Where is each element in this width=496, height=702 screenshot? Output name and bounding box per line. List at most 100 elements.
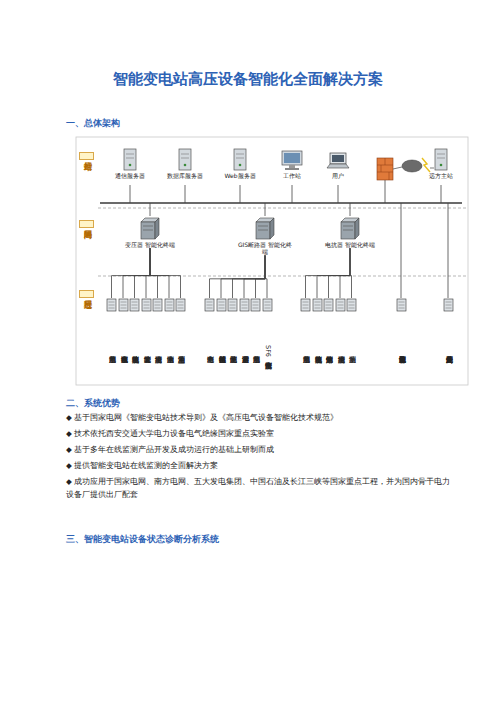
icon-part (326, 305, 332, 306)
icon-part (289, 165, 295, 168)
connector-line (221, 255, 265, 298)
connector-line (112, 248, 151, 298)
monitor-unit: 电容型设备监测及评估系统 (393, 298, 409, 389)
connector-line (123, 248, 150, 298)
icon-part (109, 302, 115, 303)
icon-part (326, 308, 332, 309)
icon-part (106, 298, 117, 312)
icon-part (432, 148, 450, 172)
connector-line (150, 248, 181, 298)
intelligent-terminal: GIS断路器 智能化终端 (237, 215, 293, 255)
icon-part (240, 299, 249, 311)
icon-part (300, 298, 311, 312)
icon-part (143, 305, 149, 306)
icon-part (312, 298, 323, 312)
icon-part (314, 302, 320, 303)
bus-drop (350, 203, 351, 216)
icon-part (130, 299, 139, 311)
icon-part (440, 164, 443, 167)
device-icon (108, 148, 152, 172)
icon-part (285, 168, 299, 170)
icon-part (124, 149, 136, 170)
icon-part (120, 308, 126, 309)
monitor-name: 局部放电监测 (252, 313, 259, 389)
monitor-name: 储能系统监测 (229, 313, 236, 389)
icon-part (230, 305, 236, 306)
icon-part (336, 299, 345, 311)
monitor-unit: 绕组温度监测 (335, 298, 346, 389)
icon-part (217, 299, 226, 311)
icon-part (325, 148, 351, 172)
icon-part (252, 215, 278, 241)
icon-part (349, 305, 355, 306)
device-icon (152, 298, 163, 312)
icon-part (343, 226, 353, 227)
device-icon (118, 298, 129, 312)
icon-part (284, 153, 300, 163)
device-icon (237, 215, 293, 241)
layer-separator (98, 208, 466, 209)
monitor-name: 绕组温度监测 (336, 313, 343, 389)
icon-part (181, 154, 189, 155)
firewall-symbol (389, 172, 390, 180)
intelligent-terminal: 电抗器 智能化终端 (325, 215, 375, 248)
firewall-symbol (385, 158, 386, 165)
bus-drop (441, 185, 442, 203)
connector-line (317, 248, 350, 298)
icon-part (341, 222, 355, 239)
firewall-symbol (377, 172, 393, 173)
icon-part (280, 148, 304, 172)
icon-part (109, 308, 115, 309)
icon-part (241, 308, 247, 309)
icon-part (262, 298, 273, 312)
icon-part (166, 308, 172, 309)
icon-part (337, 302, 343, 303)
icon-part (256, 222, 270, 239)
station-device: 数据库服务器 (163, 148, 207, 179)
icon-part (120, 302, 126, 303)
icon-part (258, 230, 268, 231)
monitor-unit: 避雷器泄漏监测 (239, 298, 250, 389)
monitor-unit: 套管绝缘监测 (141, 298, 152, 389)
layer-separator (98, 276, 466, 277)
monitor-name: SF6气体密度微水监测 (263, 313, 270, 389)
icon-part (132, 305, 138, 306)
icon-part (175, 298, 186, 312)
layer-label-box: 过程层 (79, 290, 94, 298)
bus-drop (385, 180, 386, 203)
icon-part (314, 308, 320, 309)
icon-part (143, 226, 153, 227)
monitor-unit: SF6气体密度微水监测 (262, 298, 273, 389)
icon-part (228, 299, 237, 311)
icon-part (435, 149, 447, 170)
device-name: GIS断路器 智能化终端 (237, 241, 293, 255)
bullet-text: ◆ 基于国家电网《智能变电站技术导则》及《高压电气设备智能化技术规范》 (66, 411, 456, 424)
layer-label-box: 站控层 (79, 152, 94, 160)
bus-drop (338, 185, 339, 203)
icon-part (166, 305, 172, 306)
device-icon (129, 298, 140, 312)
monitor-name: 套管绝缘监测 (142, 313, 149, 389)
monitor-unit: 色谱微水在线监测 (118, 298, 129, 389)
icon-part (355, 218, 359, 239)
device-icon (323, 298, 334, 312)
device-icon (250, 298, 261, 312)
icon-part (346, 298, 357, 312)
icon-part (205, 299, 214, 311)
icon-part (445, 308, 451, 309)
icon-part (155, 218, 159, 239)
device-name: Web服务器 (218, 172, 262, 179)
icon-part (349, 308, 355, 309)
device-icon (346, 298, 357, 312)
icon-part (397, 299, 406, 311)
monitor-name: 绕组温度监测 (154, 313, 161, 389)
icon-part (143, 302, 149, 303)
icon-part (166, 302, 172, 303)
icon-part (137, 215, 163, 241)
bus-drop (265, 203, 266, 216)
station-device: Web服务器 (218, 148, 262, 179)
bullet-text: ◆ 提供智能变电站在线监测的全面解决方案 (66, 459, 456, 472)
connector-line (265, 255, 267, 298)
icon-part (314, 305, 320, 306)
